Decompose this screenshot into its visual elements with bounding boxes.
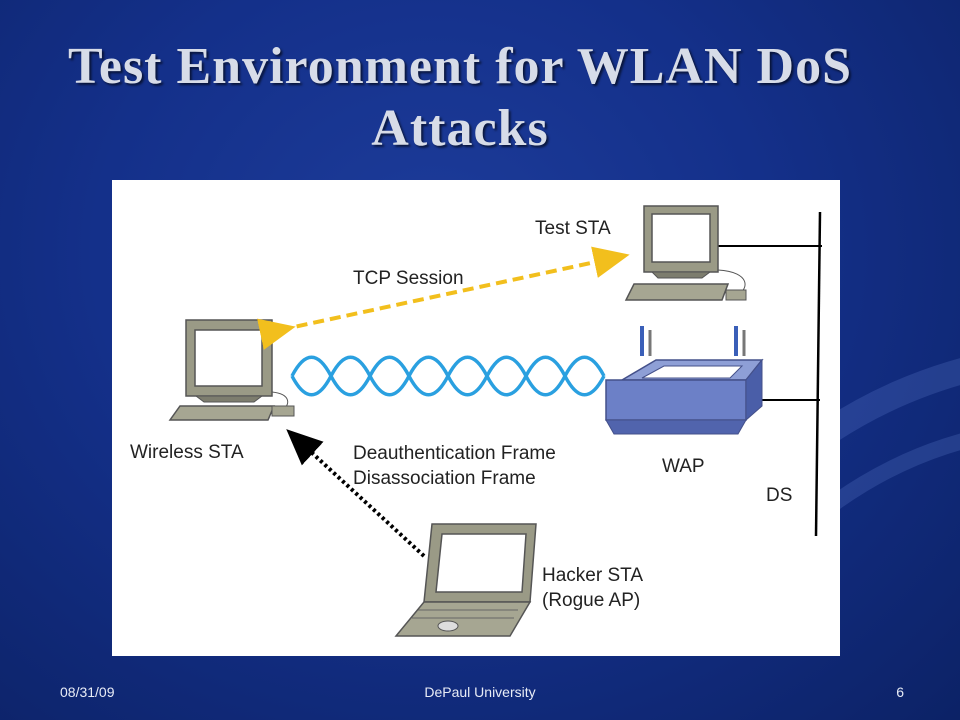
test-sta-label: Test STA — [535, 218, 611, 239]
slide-title-line1: Test Environment for WLAN DoS — [67, 38, 853, 95]
wireless-sta-computer-icon — [168, 319, 295, 421]
ds-label: DS — [766, 485, 793, 506]
diagram-canvas — [168, 205, 822, 637]
footer-date: 08/31/09 — [60, 684, 115, 700]
deauth-frame-label: Deauthentication Frame — [353, 443, 556, 464]
hacker-sta-laptop-icon — [394, 523, 537, 637]
tcp-session-label: TCP Session — [353, 268, 464, 289]
disassoc-frame-label: Disassociation Frame — [353, 468, 536, 489]
slide-title-line2: Attacks — [371, 100, 549, 157]
slide-number: 6 — [896, 684, 904, 700]
slide-title: Test Environment for WLAN DoS Attacks — [0, 36, 920, 160]
wap-label: WAP — [662, 456, 705, 477]
wap-router-icon — [605, 326, 764, 435]
test-sta-computer-icon — [624, 205, 747, 301]
tcp-session-arrow — [257, 246, 630, 350]
network-diagram: Test STA TCP Session Wireless STA Deauth… — [112, 180, 840, 656]
wireless-sta-label: Wireless STA — [130, 442, 244, 463]
hacker-sta-label: Hacker STA — [542, 565, 644, 586]
wireless-link-wave — [290, 355, 606, 397]
attack-frames-arrow — [286, 429, 426, 558]
rogue-ap-label: (Rogue AP) — [542, 590, 641, 611]
footer-organization: DePaul University — [424, 684, 536, 700]
